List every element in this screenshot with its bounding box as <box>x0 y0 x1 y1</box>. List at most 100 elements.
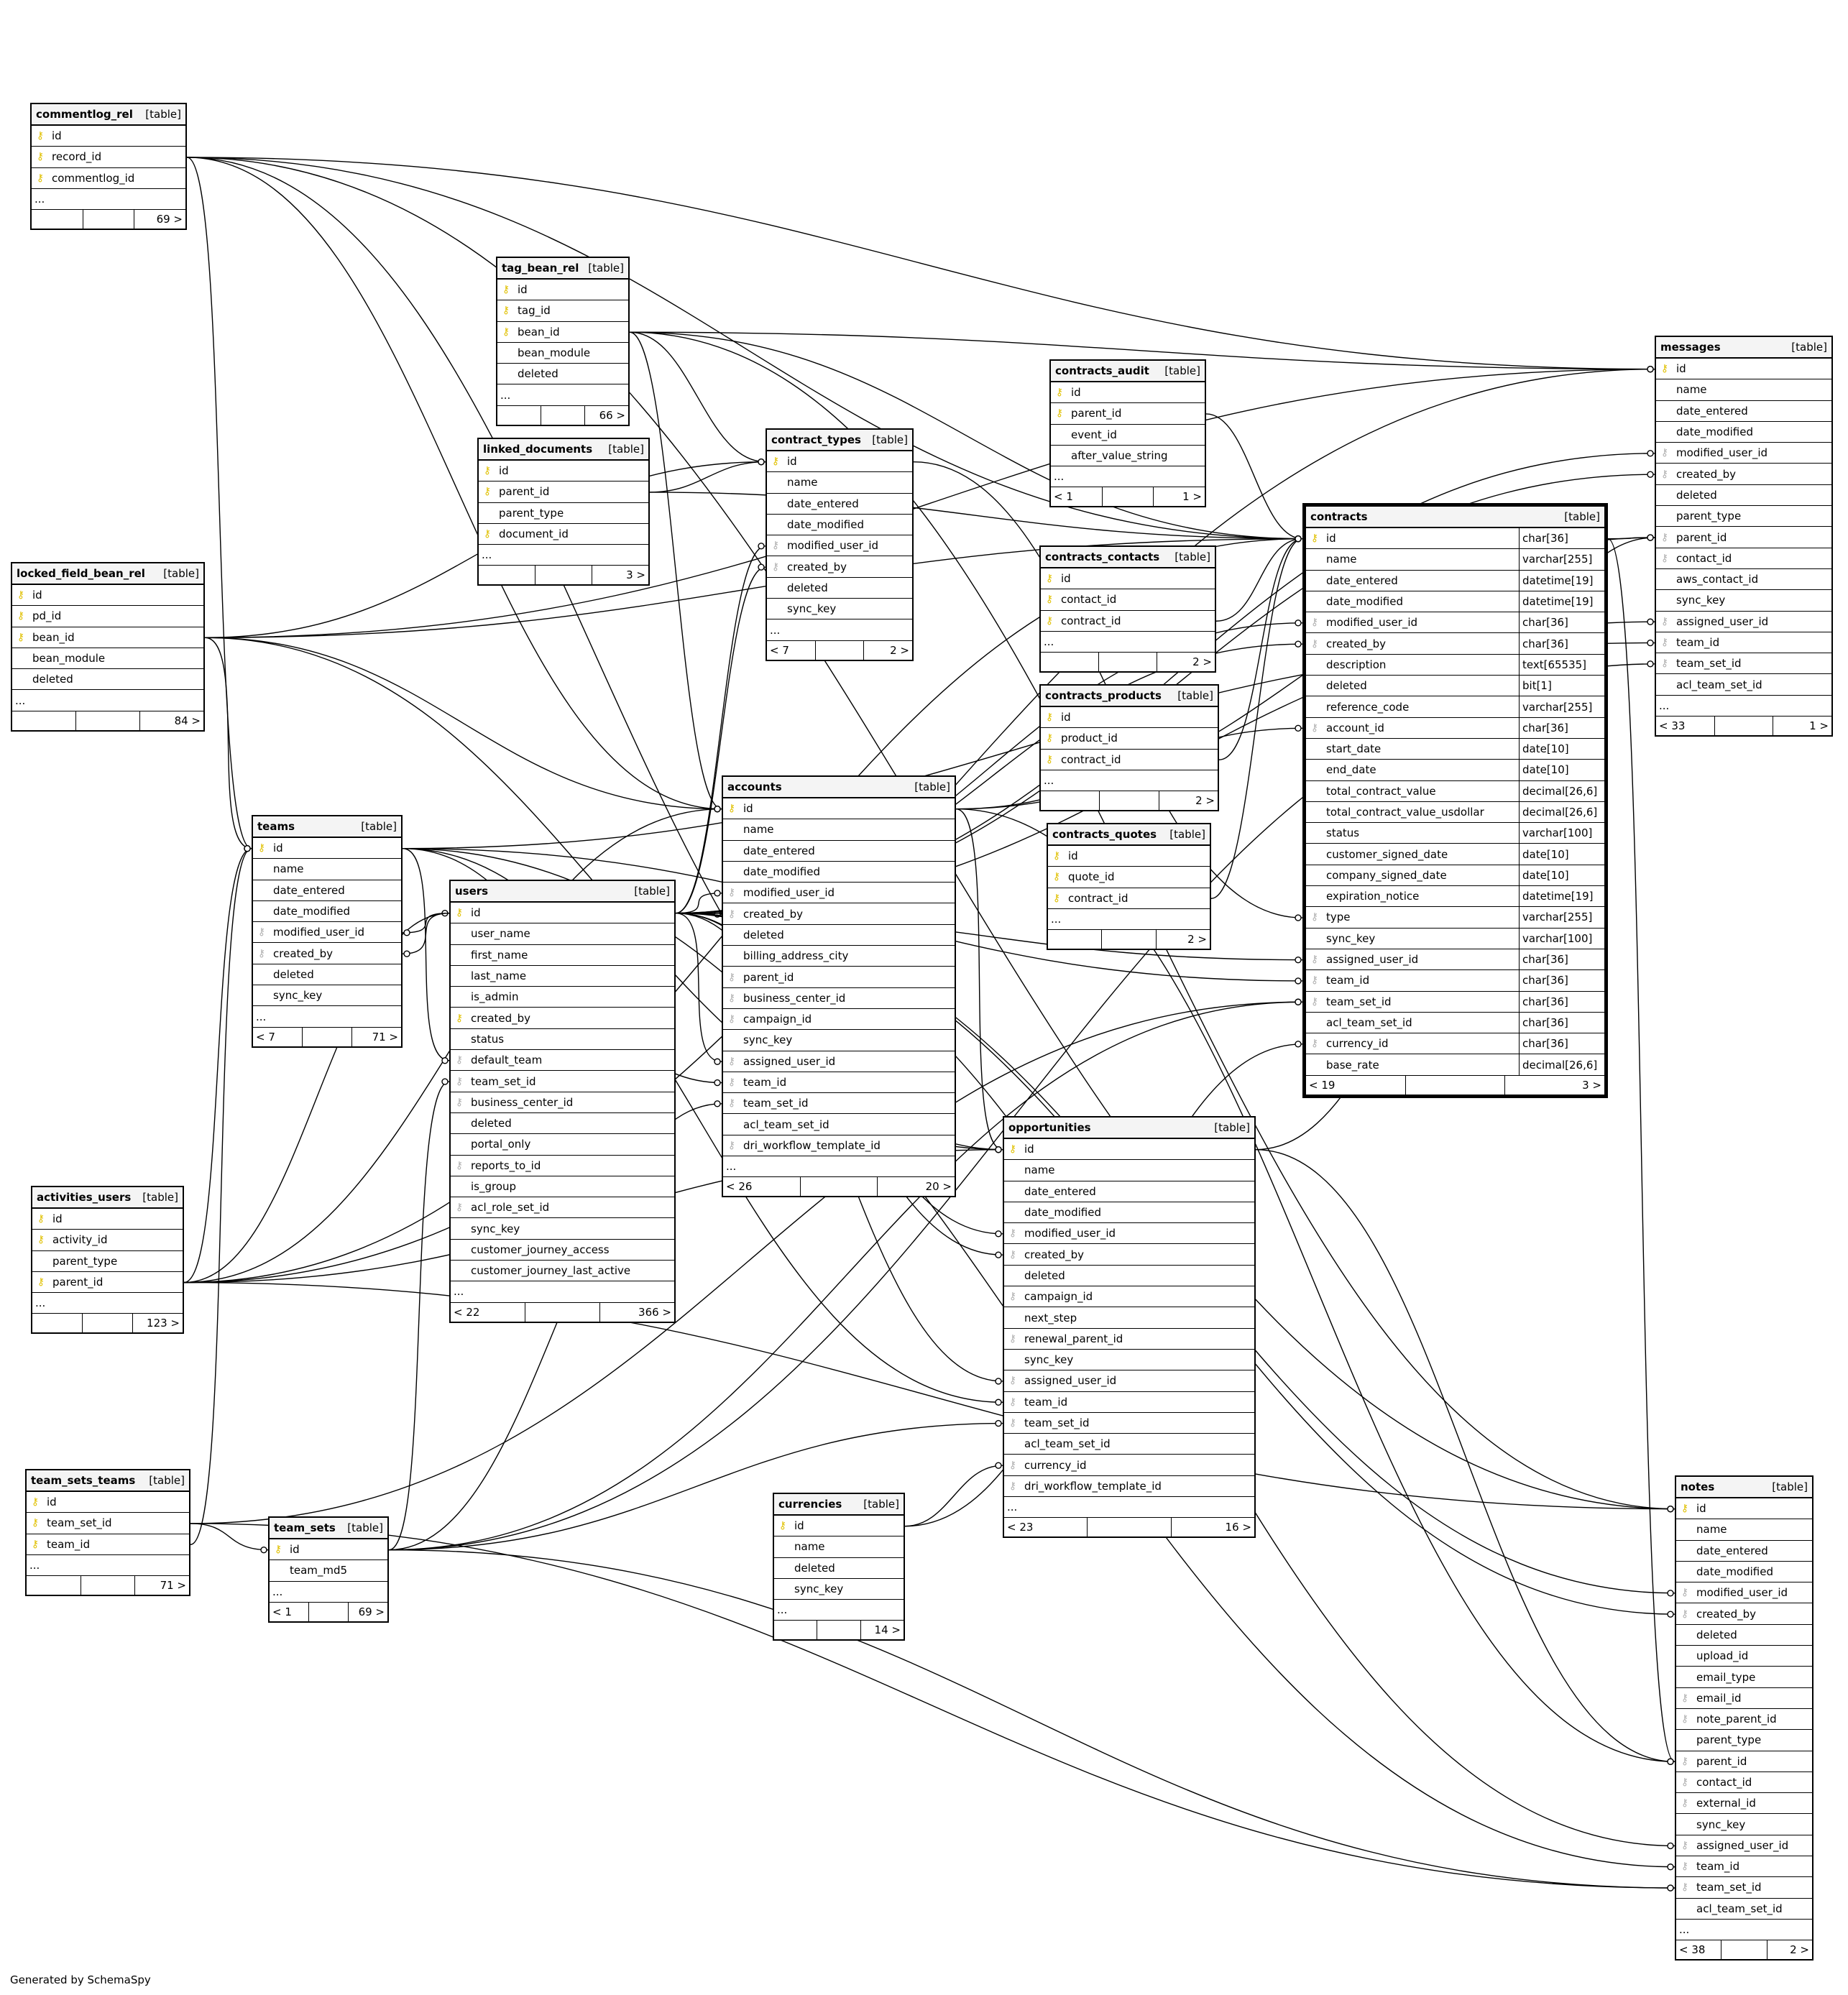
column-row-campaign-id[interactable]: ⚷campaign_id <box>723 1009 955 1031</box>
children-count[interactable]: 2 > <box>1187 933 1207 946</box>
table-team-sets-teams[interactable]: team_sets_teams[table]⚷id⚷team_set_id⚷te… <box>25 1469 190 1597</box>
column-row-deleted[interactable]: deleted <box>451 1113 674 1135</box>
column-row-dri-workflow-template-id[interactable]: ⚷dri_workflow_template_id <box>1004 1476 1254 1498</box>
parents-count[interactable] <box>1041 791 1099 810</box>
parents-count[interactable]: < 23 <box>1007 1521 1034 1534</box>
table-name[interactable]: contracts_quotes <box>1052 828 1157 841</box>
column-row-created-by[interactable]: ⚷created_by <box>1004 1244 1254 1266</box>
column-row-id[interactable]: ⚷id <box>497 280 628 301</box>
table-name[interactable]: team_sets <box>274 1521 336 1534</box>
children-count[interactable]: 123 > <box>147 1317 180 1330</box>
column-row-id[interactable]: ⚷id <box>12 585 203 607</box>
children-count[interactable]: 66 > <box>599 408 625 422</box>
column-row-dri-workflow-template-id[interactable]: ⚷dri_workflow_template_id <box>723 1135 955 1157</box>
column-row-note-parent-id[interactable]: ⚷note_parent_id <box>1676 1709 1812 1731</box>
column-row-name[interactable]: name <box>1676 1519 1812 1541</box>
table-name[interactable]: activities_users <box>37 1191 132 1204</box>
table-contracts-products[interactable]: contracts_products[table]⚷id⚷product_id⚷… <box>1039 684 1219 812</box>
column-row-business-center-id[interactable]: ⚷business_center_id <box>723 988 955 1009</box>
column-row-deleted[interactable]: deleted <box>774 1558 904 1579</box>
column-row-assigned-user-id[interactable]: ⚷assigned_user_id <box>1656 612 1831 632</box>
table-name[interactable]: currencies <box>778 1498 842 1511</box>
parents-count[interactable] <box>1041 653 1098 671</box>
column-row-id[interactable]: ⚷id <box>1676 1498 1812 1520</box>
column-row-modified-user-id[interactable]: ⚷modified_user_id <box>1004 1223 1254 1245</box>
column-row-sync-key[interactable]: sync_key <box>723 1030 955 1051</box>
parents-count[interactable] <box>32 1314 82 1332</box>
column-row-currency-id[interactable]: ⚷currency_id <box>1004 1455 1254 1476</box>
column-row-created-by[interactable]: ⚷created_by <box>451 1008 674 1029</box>
column-row-modified-user-id[interactable]: ⚷modified_user_id <box>723 883 955 904</box>
column-row-team-set-id[interactable]: ⚷team_set_id <box>723 1093 955 1115</box>
column-row-id[interactable]: ⚷id <box>1051 382 1205 404</box>
column-row-id[interactable]: ⚷id <box>479 461 648 482</box>
column-row-contract-id[interactable]: ⚷contract_id <box>1041 611 1215 632</box>
column-row-default-team[interactable]: ⚷default_team <box>451 1050 674 1072</box>
column-row-id[interactable]: ⚷id <box>270 1539 387 1561</box>
parents-count[interactable] <box>1048 930 1101 949</box>
column-row-parent-id[interactable]: ⚷parent_id <box>1051 403 1205 425</box>
column-row-id[interactable]: ⚷id <box>27 1492 189 1513</box>
parents-count[interactable]: < 7 <box>770 643 789 657</box>
children-count[interactable]: 71 > <box>372 1030 398 1043</box>
table-name[interactable]: notes <box>1681 1480 1715 1493</box>
parents-count[interactable]: < 33 <box>1659 719 1686 733</box>
column-row-created-by[interactable]: ⚷created_by <box>1676 1603 1812 1625</box>
column-row-sync-key[interactable]: sync_key <box>774 1579 904 1600</box>
column-row-campaign-id[interactable]: ⚷campaign_id <box>1004 1286 1254 1308</box>
parents-count[interactable]: < 1 <box>1054 490 1073 504</box>
column-row-id[interactable]: ⚷id <box>1048 846 1210 867</box>
children-count[interactable]: 366 > <box>638 1305 671 1319</box>
column-row-date-modified[interactable]: date_modified <box>1004 1202 1254 1224</box>
column-row-contact-id[interactable]: ⚷contact_id <box>1656 548 1831 569</box>
column-row-name[interactable]: name <box>723 819 955 841</box>
table-locked-field-bean-rel[interactable]: locked_field_bean_rel[table]⚷id⚷pd_id⚷be… <box>11 562 205 732</box>
column-row-sync-key[interactable]: sync_key <box>1676 1814 1812 1835</box>
column-row-id[interactable]: ⚷id <box>1041 568 1215 590</box>
column-row-created-by[interactable]: ⚷created_by <box>1656 464 1831 485</box>
parents-count[interactable]: < 7 <box>256 1030 275 1043</box>
table-name[interactable]: teams <box>257 820 295 833</box>
column-row-name[interactable]: name <box>774 1536 904 1558</box>
column-row-assigned-user-id[interactable]: ⚷assigned_user_id <box>1676 1835 1812 1857</box>
column-row-activity-id[interactable]: ⚷activity_id <box>32 1230 183 1251</box>
column-row-created-by[interactable]: ⚷created_by <box>253 943 401 964</box>
column-row-created-by[interactable]: ⚷created_by <box>767 556 912 578</box>
column-row-assigned-user-id[interactable]: ⚷assigned_user_id <box>723 1051 955 1072</box>
column-row-billing-address-city[interactable]: billing_address_city <box>723 946 955 967</box>
column-row-sync-key[interactable]: sync_key <box>1004 1350 1254 1371</box>
column-row-parent-id[interactable]: ⚷parent_id <box>479 482 648 503</box>
table-name[interactable]: users <box>455 885 489 898</box>
column-row-tag-id[interactable]: ⚷tag_id <box>497 300 628 322</box>
column-row-team-id[interactable]: ⚷team_id <box>723 1072 955 1094</box>
children-count[interactable]: 69 > <box>156 213 183 226</box>
column-row-date-entered[interactable]: date_entered <box>1656 401 1831 422</box>
column-row-name[interactable]: name <box>767 472 912 494</box>
column-row-bean-id[interactable]: ⚷bean_id <box>12 627 203 648</box>
column-row-team-set-id[interactable]: ⚷team_set_id <box>1656 653 1831 675</box>
column-row-acl-role-set-id[interactable]: ⚷acl_role_set_id <box>451 1197 674 1219</box>
column-row-sync-key[interactable]: sync_key <box>767 599 912 620</box>
column-row-quote-id[interactable]: ⚷quote_id <box>1048 867 1210 888</box>
column-row-id[interactable]: ⚷id <box>774 1516 904 1537</box>
column-row-bean-id[interactable]: ⚷bean_id <box>497 322 628 343</box>
column-row-name[interactable]: name <box>1004 1160 1254 1181</box>
column-row-sync-key[interactable]: sync_key <box>451 1218 674 1240</box>
column-row-team-set-id[interactable]: ⚷team_set_id <box>451 1071 674 1092</box>
column-row-team-id[interactable]: ⚷team_id <box>1676 1856 1812 1878</box>
column-row-id[interactable]: ⚷id <box>723 798 955 820</box>
table-name[interactable]: accounts <box>727 780 782 793</box>
column-row-acl-team-set-id[interactable]: acl_team_set_id <box>723 1114 955 1135</box>
parents-count[interactable]: < 1 <box>272 1605 292 1618</box>
